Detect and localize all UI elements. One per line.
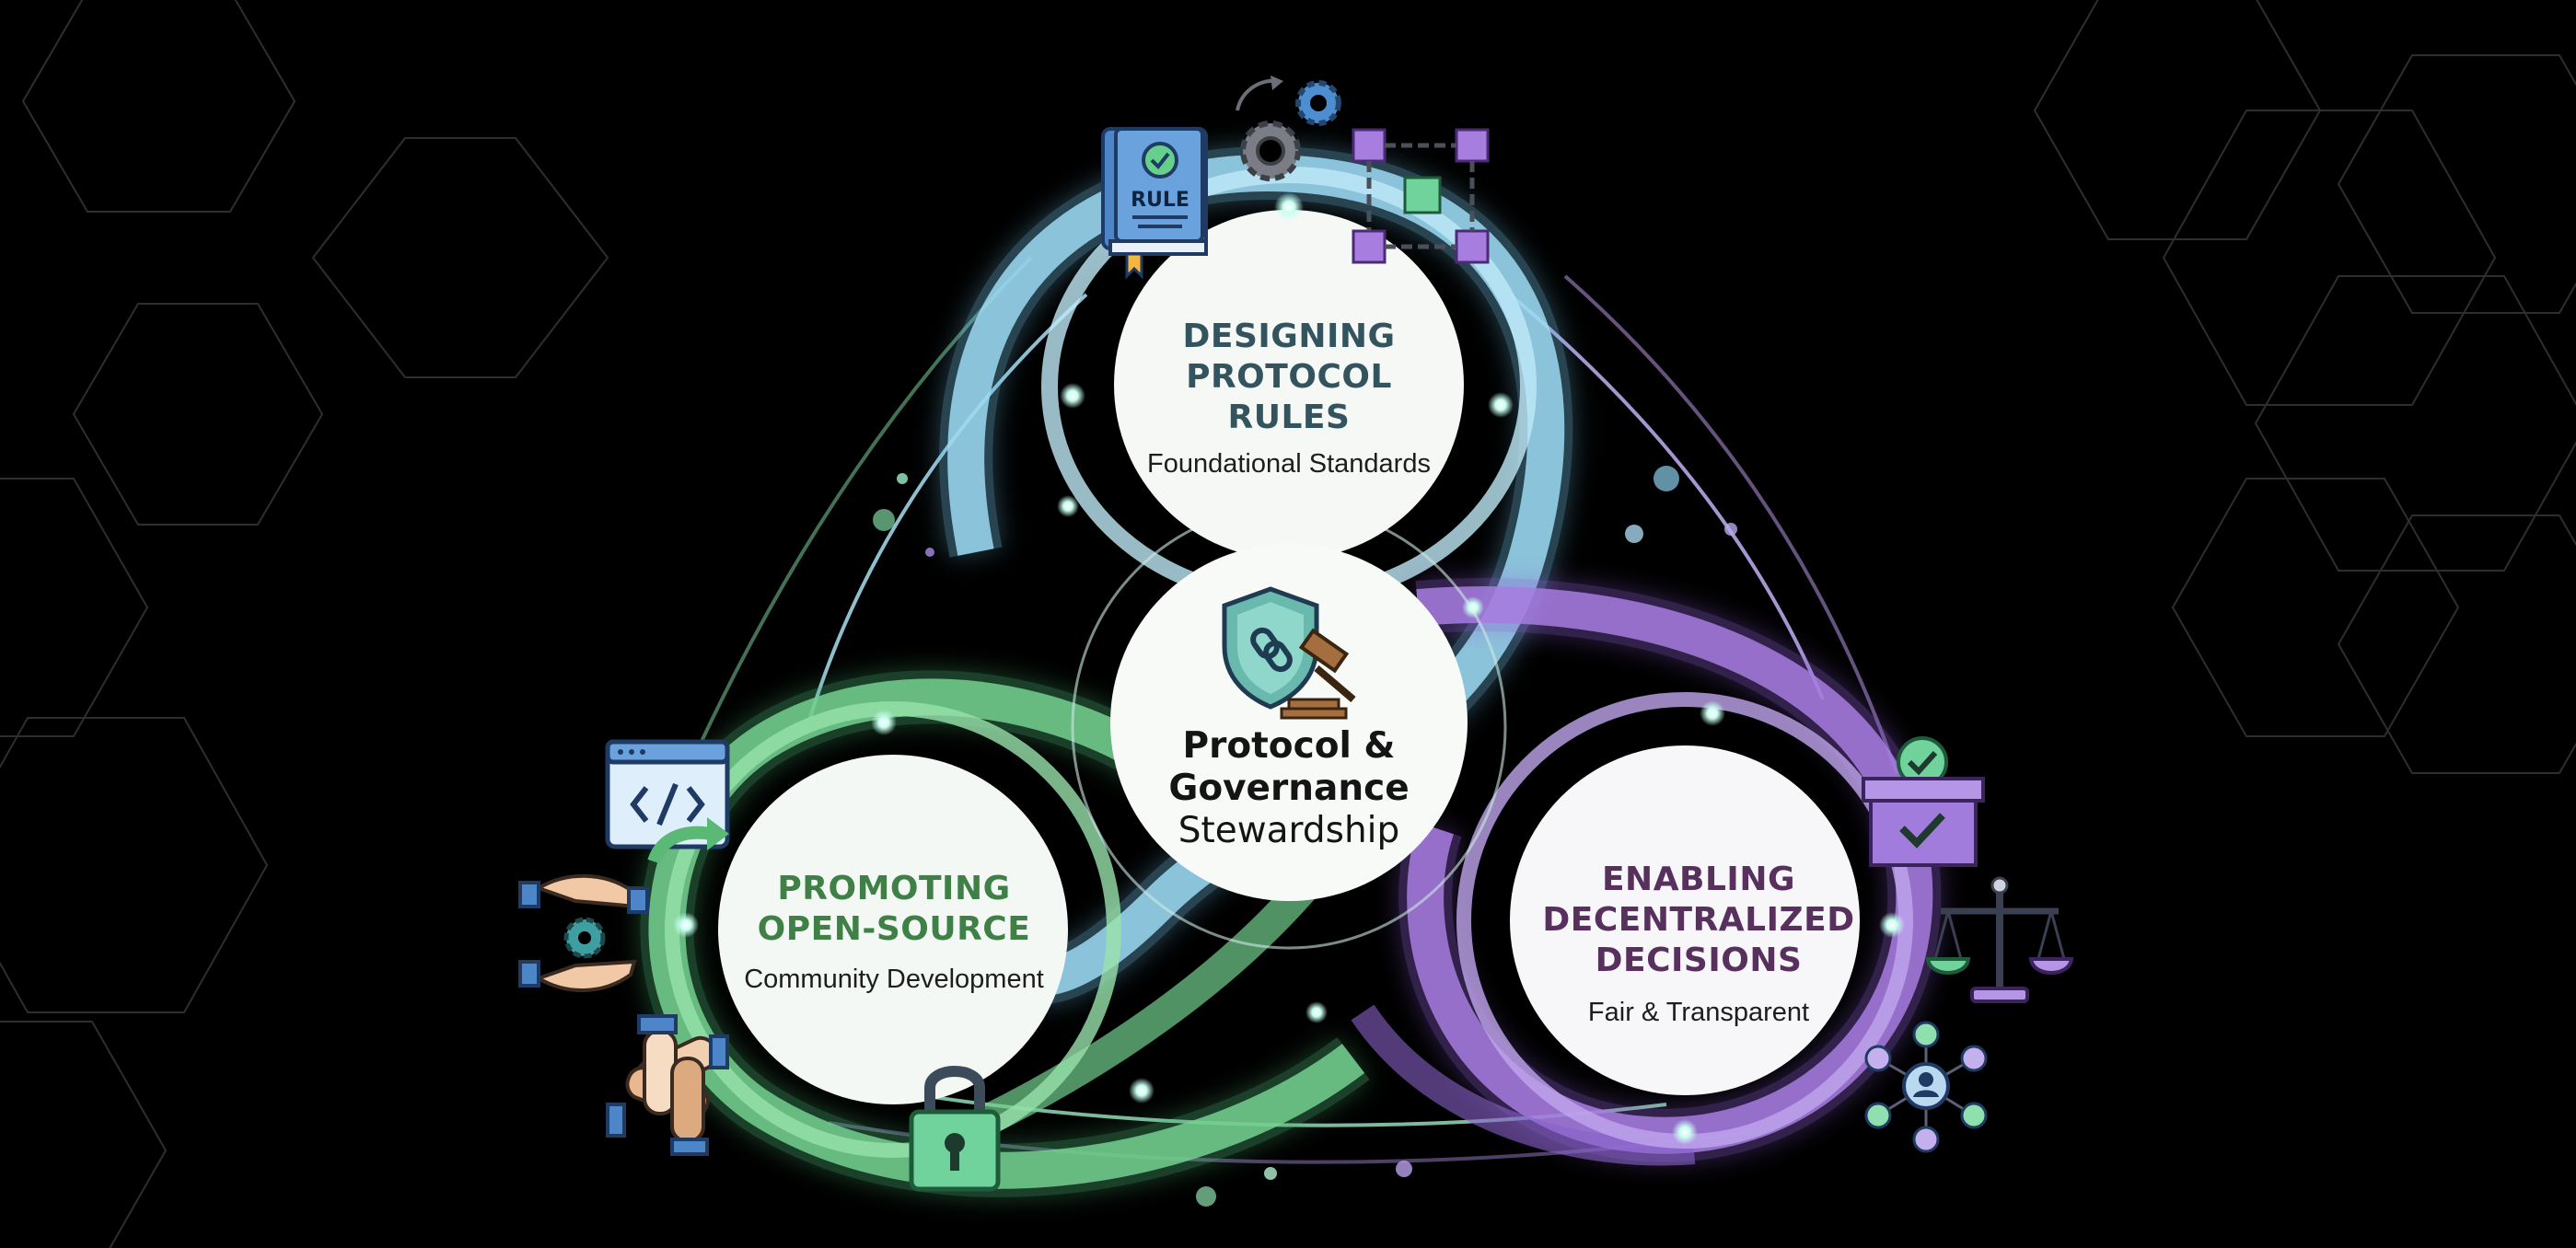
gears-icon	[1236, 75, 1341, 181]
node-top-disc	[1114, 210, 1464, 560]
node-center-disc	[1110, 544, 1468, 901]
loop-green	[640, 670, 1370, 1197]
loop-purple	[1351, 578, 1942, 1166]
center-protocol-governance: Protocol & Governance Stewardship	[1114, 725, 1464, 852]
node-top-subtitle: Foundational Standards	[1147, 449, 1431, 479]
code-window-icon	[605, 739, 730, 864]
user-network-icon	[1864, 1021, 1988, 1153]
node-right-title: ENABLING DECENTRALIZED DECISIONS	[1542, 861, 1855, 979]
center-title: Protocol & Governance	[1168, 725, 1410, 809]
rule-book-label: RULE	[1131, 189, 1189, 212]
center-subtitle: Stewardship	[1178, 810, 1400, 851]
team-hands-icon	[606, 1014, 729, 1156]
blockchain-cubes-icon	[1352, 128, 1490, 264]
node-enabling-decentralized-decisions: ENABLING DECENTRALIZED DECISIONS Fair & …	[1510, 860, 1887, 1029]
node-promoting-open-source: PROMOTING OPEN-SOURCE Community Developm…	[705, 869, 1083, 996]
scales-icon	[1925, 876, 2074, 1003]
node-right-disc	[1510, 745, 1860, 1095]
node-top-title: DESIGNING PROTOCOL RULES	[1182, 318, 1396, 436]
shield-gavel-icon	[1222, 586, 1356, 720]
ballot-box-icon	[1862, 736, 1985, 867]
hands-gear-icon	[518, 873, 649, 993]
rule-book-icon: RULE	[1101, 127, 1208, 280]
node-left-disc	[718, 755, 1068, 1104]
padlock-icon	[909, 1066, 1001, 1192]
node-left-subtitle: Community Development	[744, 965, 1044, 994]
node-designing-protocol-rules: DESIGNING PROTOCOL RULES Foundational St…	[1114, 317, 1464, 480]
particles	[673, 192, 1905, 1207]
node-right-subtitle: Fair & Transparent	[1587, 998, 1810, 1027]
node-left-title: PROMOTING OPEN-SOURCE	[757, 870, 1031, 948]
